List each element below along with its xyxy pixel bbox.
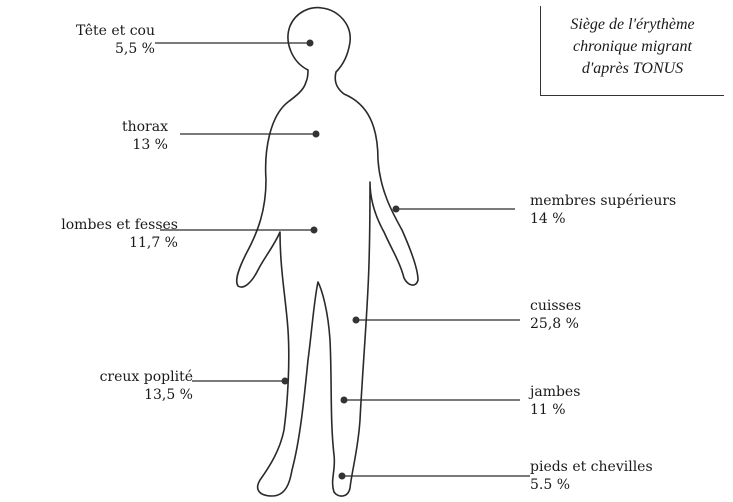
label-tete-et-cou: Tête et cou 5,5 % — [76, 22, 155, 58]
dot-tete — [307, 40, 314, 47]
dot-poplite — [282, 378, 289, 385]
caption-line-3: d'après TONUS — [541, 58, 724, 80]
label-creux-poplite: creux poplité 13,5 % — [100, 368, 193, 404]
label-pieds-et-chevilles: pieds et chevilles 5.5 % — [530, 458, 653, 494]
label-value: 5,5 % — [76, 40, 155, 58]
label-name: pieds et chevilles — [530, 458, 653, 476]
label-value: 11 % — [530, 401, 580, 419]
label-value: 5.5 % — [530, 476, 653, 494]
dot-thorax — [313, 131, 320, 138]
dot-cuisses — [353, 317, 360, 324]
label-value: 13 % — [122, 136, 168, 154]
leader-lines — [155, 43, 530, 476]
label-value: 13,5 % — [100, 386, 193, 404]
label-name: creux poplité — [100, 368, 193, 386]
location-dots — [282, 40, 400, 480]
label-cuisses: cuisses 25,8 % — [530, 297, 581, 333]
label-name: Tête et cou — [76, 22, 155, 40]
caption-line-2: chronique migrant — [541, 36, 724, 58]
label-value: 25,8 % — [530, 315, 581, 333]
label-value: 14 % — [530, 210, 676, 228]
dot-lombes — [311, 227, 318, 234]
label-value: 11,7 % — [61, 234, 178, 252]
dot-jambes — [341, 397, 348, 404]
label-lombes-et-fesses: lombes et fesses 11,7 % — [61, 216, 178, 252]
label-jambes: jambes 11 % — [530, 383, 580, 419]
label-name: thorax — [122, 118, 168, 136]
label-name: lombes et fesses — [61, 216, 178, 234]
dot-pieds — [339, 473, 346, 480]
label-name: jambes — [530, 383, 580, 401]
dot-membres — [393, 206, 400, 213]
caption-line-1: Siège de l'érythème — [541, 14, 724, 36]
label-thorax: thorax 13 % — [122, 118, 168, 154]
label-name: membres supérieurs — [530, 192, 676, 210]
caption-box: Siège de l'érythème chronique migrant d'… — [540, 6, 724, 96]
label-membres-superieurs: membres supérieurs 14 % — [530, 192, 676, 228]
body-outline — [237, 8, 418, 496]
label-name: cuisses — [530, 297, 581, 315]
